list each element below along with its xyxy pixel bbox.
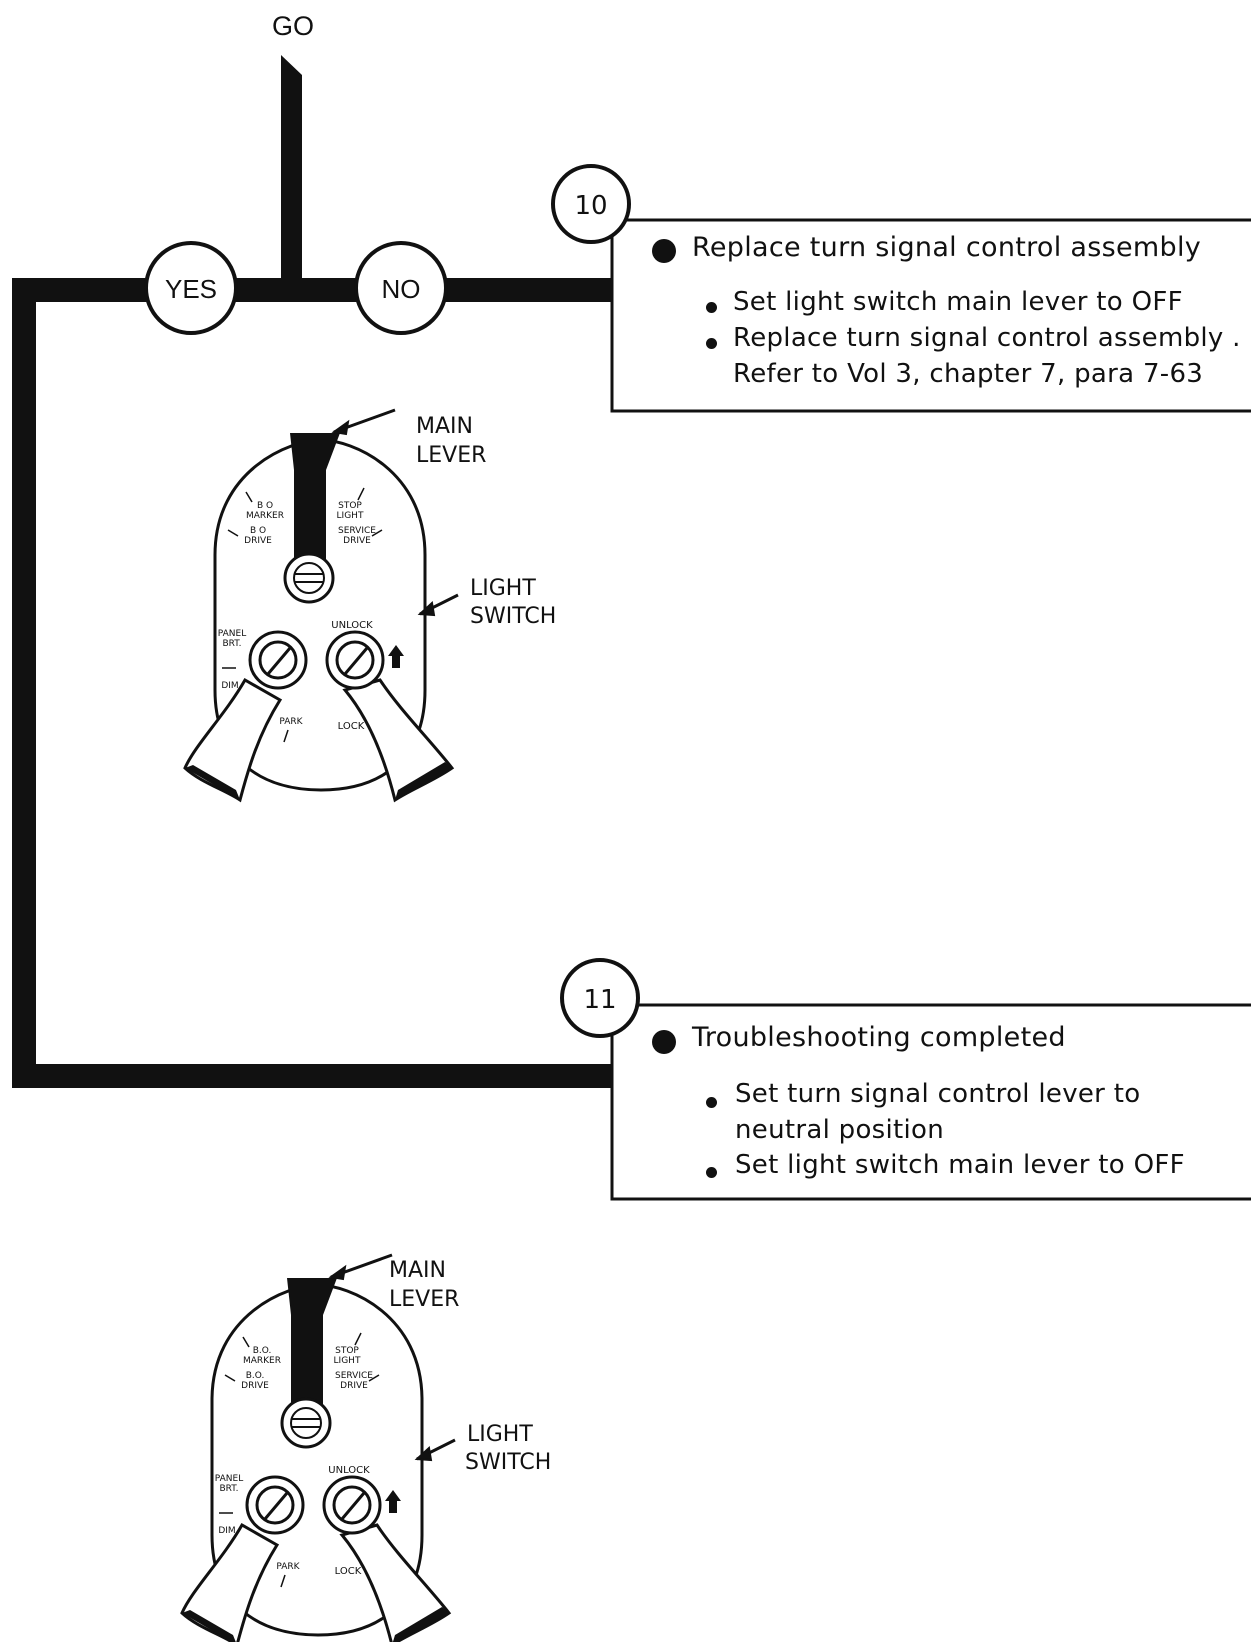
decision-flow-line <box>12 278 612 302</box>
step-10-number-circle <box>551 164 631 244</box>
step-11-item-1: Set turn signal control lever to <box>735 1079 1141 1109</box>
step-11-box: 11 <box>560 958 1251 1201</box>
main-lever-callout-1: MAIN <box>416 414 473 439</box>
label-panel-brt-2: BRT. <box>219 1484 238 1494</box>
light-switch-callout-2: SWITCH <box>465 1450 551 1475</box>
label-lock: LOCK <box>338 721 365 732</box>
light-switch-figure-2: MAIN LEVER LIGHT SWITCH B.O. MARKER B.O.… <box>180 1253 551 1642</box>
label-dim: DIM <box>218 1526 235 1536</box>
step-11-item-3-bullet <box>706 1167 717 1178</box>
main-lever-callout-1: MAIN <box>389 1258 446 1283</box>
yes-label: YES <box>165 274 217 304</box>
main-lever-callout-2: LEVER <box>416 443 486 468</box>
label-service-drive-2: DRIVE <box>343 536 371 546</box>
yes-path-connector <box>12 1064 612 1088</box>
label-park: PARK <box>279 717 303 727</box>
step-11-main-bullet <box>652 1030 676 1054</box>
label-stop-light-2: LIGHT <box>337 511 364 521</box>
no-node: NO <box>354 241 448 335</box>
light-switch-callout-2: SWITCH <box>470 604 556 629</box>
light-switch-callout-1: LIGHT <box>467 1422 533 1447</box>
step-10-item-1: Set light switch main lever to OFF <box>733 287 1183 317</box>
light-switch-callout-1: LIGHT <box>470 576 536 601</box>
label-panel-brt-1: PANEL <box>218 629 246 639</box>
step-10-title: Replace turn signal control assembly <box>692 232 1202 263</box>
step-11-title: Troubleshooting completed <box>692 1022 1066 1053</box>
step-11-number-circle <box>560 958 640 1038</box>
label-bo-marker-2: MARKER <box>243 1356 281 1366</box>
label-lock: LOCK <box>335 1566 362 1577</box>
step-10-item-2-bullet <box>706 338 717 349</box>
step-10-number: 10 <box>574 191 607 221</box>
yes-node: YES <box>144 241 238 335</box>
step-11-item-1-bullet <box>706 1097 717 1108</box>
yes-path-line <box>12 278 36 1088</box>
step-11-item-2: neutral position <box>735 1115 945 1145</box>
label-bo-drive-2: DRIVE <box>241 1381 269 1391</box>
step-11-item-3: Set light switch main lever to OFF <box>735 1150 1185 1180</box>
label-bo-drive-2: DRIVE <box>244 536 272 546</box>
label-service-drive-1: SERVICE <box>335 1371 373 1381</box>
label-stop-light-1: STOP <box>335 1346 359 1356</box>
label-dim: DIM <box>221 681 238 691</box>
label-bo-drive-1: B.O. <box>246 1371 265 1381</box>
main-lever-callout-2: LEVER <box>389 1287 459 1312</box>
label-stop-light-1: STOP <box>338 501 362 511</box>
label-bo-marker-1: B O <box>257 501 273 511</box>
label-unlock: UNLOCK <box>328 1465 370 1476</box>
step-10-item-1-bullet <box>706 302 717 313</box>
label-bo-drive-1: B O <box>250 526 266 536</box>
step-10-main-bullet <box>652 239 676 263</box>
label-bo-marker-2: MARKER <box>246 511 284 521</box>
label-service-drive-2: DRIVE <box>340 1381 368 1391</box>
step-10-box: 10 <box>551 164 1251 413</box>
label-panel-brt-1: PANEL <box>215 1474 243 1484</box>
step-10-item-2: Replace turn signal control assembly . <box>733 323 1241 353</box>
label-panel-brt-2: BRT. <box>222 639 241 649</box>
label-service-drive-1: SERVICE <box>338 526 376 536</box>
label-unlock: UNLOCK <box>331 620 373 631</box>
label-bo-marker-1: B.O. <box>253 1346 272 1356</box>
step-10-item-3: Refer to Vol 3, chapter 7, para 7-63 <box>733 359 1204 389</box>
no-label: NO <box>382 274 421 304</box>
light-switch-figure-1: MAIN LEVER LIGHT SWITCH B O MARKER B O D… <box>183 408 556 802</box>
go-label: GO <box>272 11 314 41</box>
go-flow-line <box>281 55 302 282</box>
label-stop-light-2: LIGHT <box>334 1356 361 1366</box>
label-park: PARK <box>276 1562 300 1572</box>
step-11-number: 11 <box>583 985 616 1015</box>
